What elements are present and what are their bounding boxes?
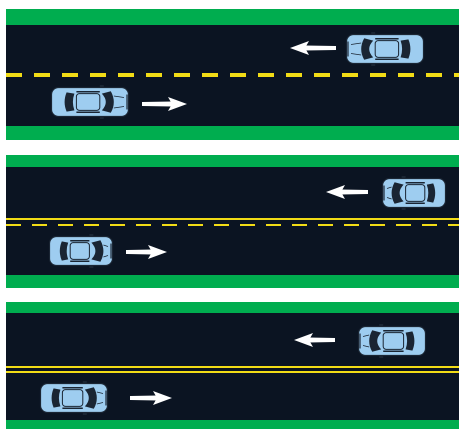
arrow-left-icon [290,41,336,55]
car-icon [345,32,425,66]
grass-strip-top [6,9,459,25]
road-panel-solid-and-broken-line [6,155,459,288]
car-icon [39,381,109,415]
grass-strip-bottom [6,275,459,288]
road-diagram [6,302,459,429]
grass-strip-top [6,302,459,313]
road-diagram [6,155,459,288]
arrow-left-icon [294,333,335,347]
road-panel-double-solid-line [6,302,459,429]
car-icon [48,234,114,268]
arrow-left-icon [326,185,368,199]
arrow-right-icon [130,391,172,405]
arrow-right-icon [142,97,187,111]
arrow-right-icon [126,245,167,259]
road-panel-broken-center-line [6,9,459,140]
grass-strip-top [6,155,459,167]
car-icon [357,324,427,358]
grass-strip-bottom [6,420,459,429]
car-icon [50,85,130,119]
car-icon [381,176,447,210]
grass-strip-bottom [6,126,459,140]
road-diagram [6,9,459,140]
